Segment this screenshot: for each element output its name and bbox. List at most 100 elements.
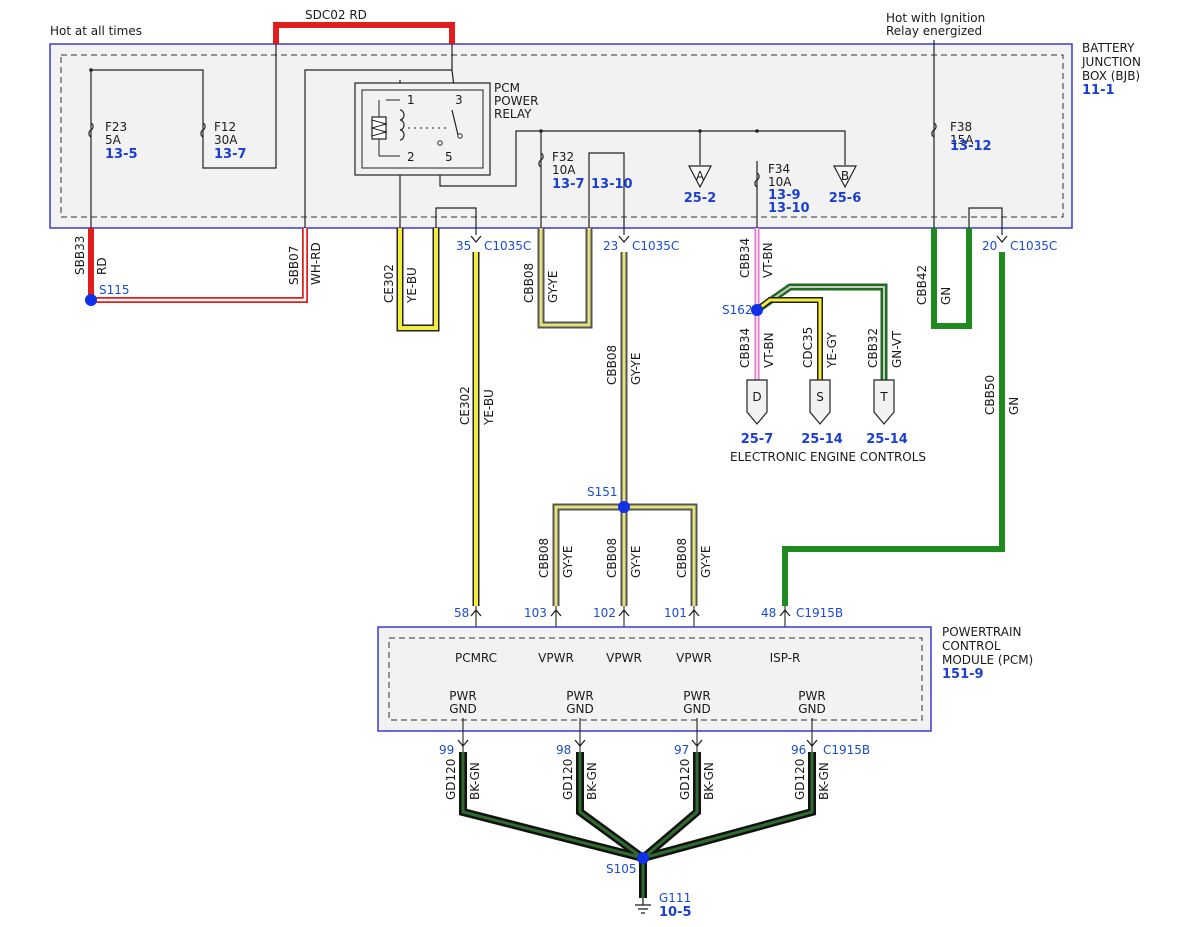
sbb07-color: WH-RD (309, 242, 323, 285)
fuse-f23-id: F23 (105, 120, 127, 134)
pcm-gnd-2-line1: PWR (566, 689, 593, 703)
relay-pin-1: 1 (407, 93, 415, 107)
gd120-2-color: BK-GN (585, 762, 599, 800)
offpage-a: A (688, 165, 712, 189)
cbb34-low-circuit: CBB34 (738, 328, 752, 368)
bjb-ref: 11-1 (1082, 83, 1115, 98)
fuse-f34-id: F34 (768, 162, 790, 176)
gd120-1-circuit: GD120 (444, 759, 458, 800)
gd120-3-color: BK-GN (702, 762, 716, 800)
pcm-out-connector: C1915B (823, 743, 870, 757)
offpage-s-ref: 25-14 (801, 432, 843, 447)
cbb08-b3-color: GY-YE (699, 546, 713, 578)
gd120-wires (459, 752, 816, 898)
pcm-input-pcmrc: PCMRC (455, 651, 497, 665)
ce302-top-color: YE-BU (405, 267, 419, 304)
cbb08-top-circuit: CBB08 (522, 263, 536, 303)
bjb-pin-35-connector: C1035C (484, 239, 531, 253)
cbb42-wire (931, 228, 972, 329)
fuse-f34-amps: 10A (768, 175, 792, 189)
relay-label-3: RELAY (494, 107, 532, 121)
bjb-pin-35: 35 (456, 239, 471, 253)
junction-dot (89, 68, 93, 72)
relay-label-2: POWER (494, 94, 538, 108)
pcm-pin-101: 101 (664, 606, 687, 620)
pcm-ref: 151-9 (942, 667, 984, 682)
hot-at-all-times-label: Hot at all times (50, 24, 142, 38)
sdc02-label: SDC02 RD (305, 8, 367, 22)
bjb-pin-20-connector: C1035C (1010, 239, 1057, 253)
cbb50-color: GN (1007, 397, 1021, 415)
junction-dot (539, 129, 543, 133)
svg-text:B: B (841, 169, 849, 183)
bjb-label-1: BATTERY (1082, 41, 1135, 55)
splice-s105-label: S105 (606, 862, 637, 876)
svg-text:D: D (752, 390, 761, 404)
fuse-f12-id: F12 (214, 120, 236, 134)
eec-label: ELECTRONIC ENGINE CONTROLS (730, 450, 926, 464)
fuse-f12-ref: 13-7 (214, 147, 247, 162)
gd120-1-color: BK-GN (468, 762, 482, 800)
ground-icon (635, 898, 651, 914)
cbb42-color: GN (939, 287, 953, 305)
pcm-gnd-1-line2: GND (449, 702, 477, 716)
pcm-pin-58: 58 (454, 606, 469, 620)
fuse-f38-amps: 15A (950, 133, 974, 147)
cbb08-b1-color: GY-YE (561, 546, 575, 578)
pcm-in-connector: C1915B (796, 606, 843, 620)
pcm-gnd-3-line1: PWR (683, 689, 710, 703)
pcm-pin-98: 98 (556, 743, 571, 757)
ce302-main-color: YE-BU (482, 389, 496, 426)
cbb34-top-circuit: CBB34 (738, 238, 752, 278)
pcm-pin-48: 48 (761, 606, 776, 620)
bjb-box (49, 43, 1073, 229)
cbb08-top-color: GY-YE (546, 271, 560, 303)
fuse-f34-ref: 13-9 (768, 188, 801, 203)
fuse-f12-amps: 30A (214, 133, 238, 147)
sbb33-color: RD (95, 257, 109, 275)
sbb33-circuit: SBB33 (73, 236, 87, 275)
offpage-b-ref: 25-6 (829, 191, 862, 206)
cdc35-color: YE-GY (825, 332, 839, 369)
fuse-f38-ref: 13-12 (950, 139, 992, 154)
splice-s151 (618, 501, 630, 513)
hot-ignition-label-1: Hot with Ignition (886, 11, 985, 25)
cdc35-circuit: CDC35 (801, 327, 815, 368)
pcm-label-1: POWERTRAIN (942, 625, 1022, 639)
pcm-power-relay: 1 3 2 5 (354, 82, 491, 176)
cbb42-circuit: CBB42 (915, 265, 929, 305)
gd120-4-circuit: GD120 (793, 759, 807, 800)
cbb50-wire (782, 252, 1005, 606)
ce302-top-circuit: CE302 (382, 264, 396, 303)
sdc02-wire (273, 22, 455, 44)
cbb08-b2-circuit: CBB08 (605, 538, 619, 578)
cbb32-circuit: CBB32 (866, 328, 880, 368)
sbb07-wire (91, 228, 308, 303)
relay-pin-2: 2 (407, 150, 415, 164)
relay-pin-5: 5 (445, 150, 453, 164)
junction-dot (755, 129, 759, 133)
offpage-d: D (746, 379, 768, 425)
fuse-f23-amps: 5A (105, 133, 122, 147)
cbb08-b2-color: GY-YE (629, 546, 643, 578)
fuse-f32-ref: 13-7 (552, 177, 585, 192)
svg-text:S: S (816, 390, 824, 404)
ce302-main-circuit: CE302 (458, 386, 472, 425)
relay-pin-3: 3 (455, 93, 463, 107)
fuse-f38-id: F38 (950, 120, 972, 134)
offpage-t-ref: 25-14 (866, 432, 908, 447)
cbb50-circuit: CBB50 (983, 375, 997, 415)
splice-s115-label: S115 (99, 283, 130, 297)
bjb-pin-chevrons (470, 235, 1008, 244)
pcm-gnd-3-line2: GND (683, 702, 711, 716)
pcm-input-isp-r: ISP-R (770, 651, 801, 665)
fuse-f34-ref2: 13-10 (768, 201, 810, 216)
gd120-3-circuit: GD120 (678, 759, 692, 800)
pcm-input-vpwr-3: VPWR (676, 651, 712, 665)
cbb08-branch-wires (552, 503, 698, 606)
splice-s151-label: S151 (587, 485, 618, 499)
bjb-pin-23-connector: C1035C (632, 239, 679, 253)
relay-label-1: PCM (494, 81, 520, 95)
gd120-2-circuit: GD120 (561, 759, 575, 800)
